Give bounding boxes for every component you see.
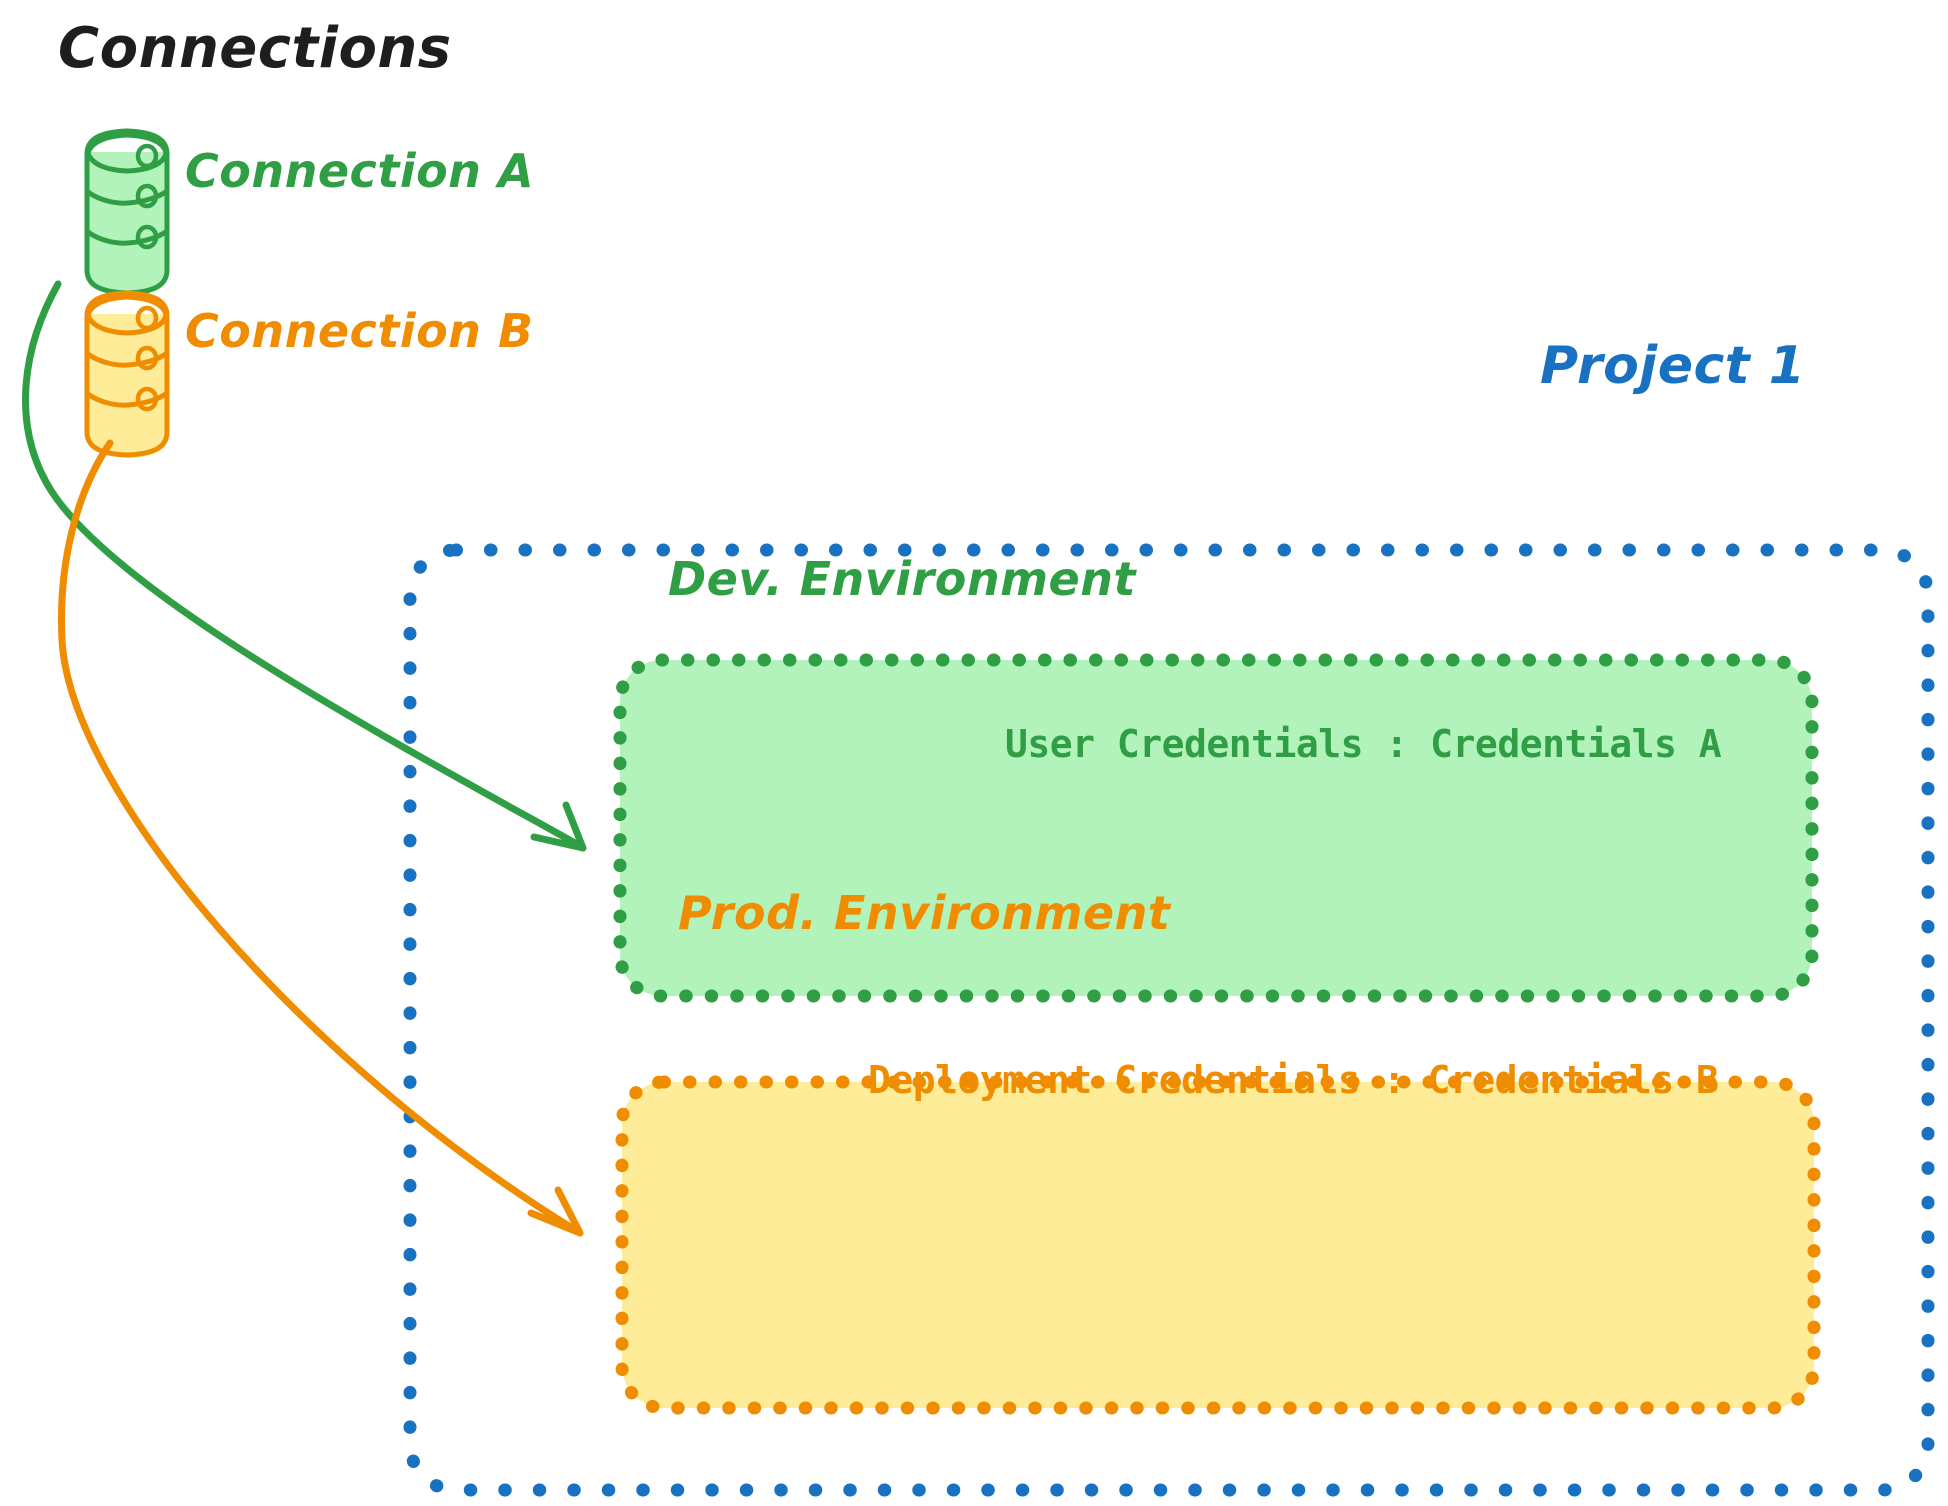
project-title: Project 1 xyxy=(1540,336,1806,396)
connection-b-item[interactable] xyxy=(80,290,180,460)
connection-b-label[interactable]: Connection B xyxy=(185,304,534,358)
dev-environment-region[interactable] xyxy=(620,660,1812,996)
page-title: Connections xyxy=(58,16,452,81)
prod-environment-region[interactable] xyxy=(622,1082,1814,1408)
connection-a-label[interactable]: Connection A xyxy=(185,144,535,198)
connection-a-item[interactable] xyxy=(80,128,180,298)
